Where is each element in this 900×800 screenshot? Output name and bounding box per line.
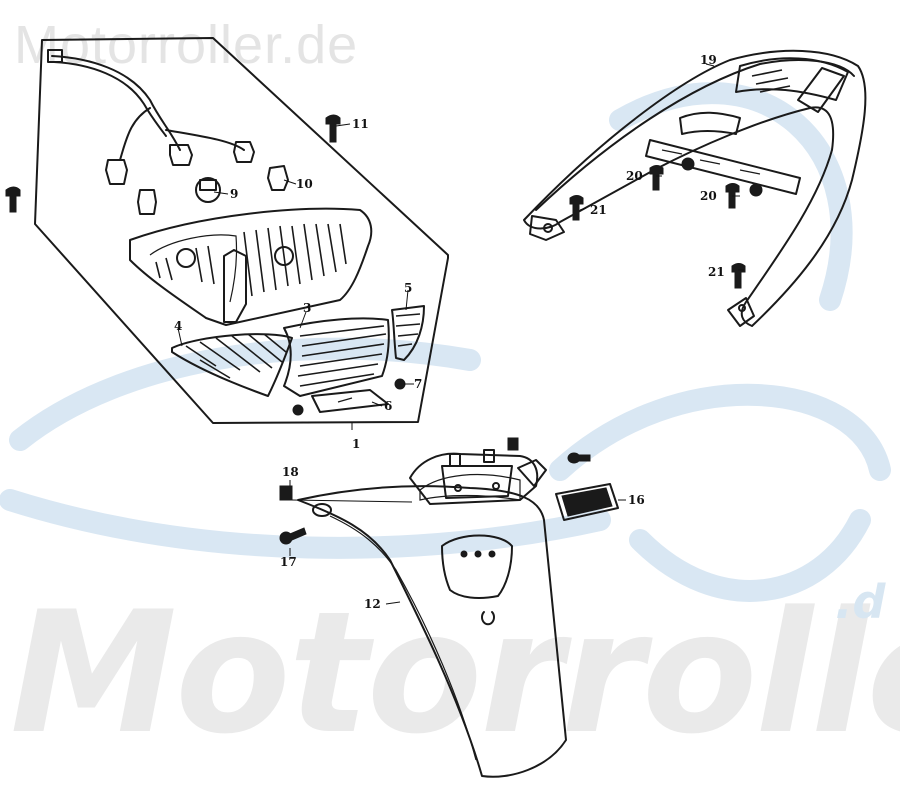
- lens-5: [391, 305, 425, 361]
- screw-11: [325, 114, 341, 143]
- bulb-socket-parts: [137, 165, 289, 215]
- reflector-16: [555, 483, 619, 521]
- rear-carrier-19: [523, 49, 867, 327]
- rear-fender-12: [297, 473, 567, 778]
- nut-18: [279, 485, 293, 501]
- watermark-top: Motorroller.de: [14, 15, 359, 75]
- callout-18: 18: [282, 465, 299, 479]
- screw-bracket: [567, 452, 591, 464]
- callout-19: 19: [700, 53, 717, 67]
- callout-4: 4: [174, 319, 183, 333]
- screw-small: [292, 404, 304, 416]
- screw-20-left: [649, 165, 664, 191]
- callout-11: 11: [352, 117, 369, 131]
- screw-17: [279, 527, 307, 545]
- screw-21-right: [731, 263, 746, 289]
- watermark-swoosh: [0, 82, 891, 602]
- callout-3: 3: [303, 301, 312, 315]
- leader-lines: [177, 63, 744, 605]
- taillight-housing: [129, 207, 373, 326]
- watermark-corner: .d: [835, 575, 886, 629]
- callout-7: 7: [414, 377, 423, 391]
- callout-20-right: 20: [700, 189, 717, 203]
- screw-21-left: [569, 195, 584, 221]
- callout-12: 12: [364, 597, 381, 611]
- screw-7: [394, 378, 406, 390]
- plate-6: [311, 389, 389, 413]
- callout-9: 9: [230, 187, 239, 201]
- callout-17: 17: [280, 555, 297, 569]
- lens-3: [283, 317, 390, 397]
- watermark-big: Motorroller: [10, 575, 900, 771]
- callout-16: 16: [628, 493, 645, 507]
- callout-1: 1: [352, 437, 361, 451]
- callout-20-left: 20: [626, 169, 643, 183]
- screw-left: [5, 186, 21, 213]
- callout-10: 10: [296, 177, 313, 191]
- callout-5: 5: [404, 281, 413, 295]
- lens-4: [171, 333, 293, 397]
- callout-6: 6: [384, 399, 393, 413]
- plate-light-bracket: [409, 437, 547, 505]
- wiring-harness: [47, 49, 255, 185]
- callout-21-left: 21: [590, 203, 607, 217]
- callout-21-right: 21: [708, 265, 725, 279]
- screw-20-right: [725, 183, 740, 209]
- taillight-assembly-frame: [34, 37, 449, 424]
